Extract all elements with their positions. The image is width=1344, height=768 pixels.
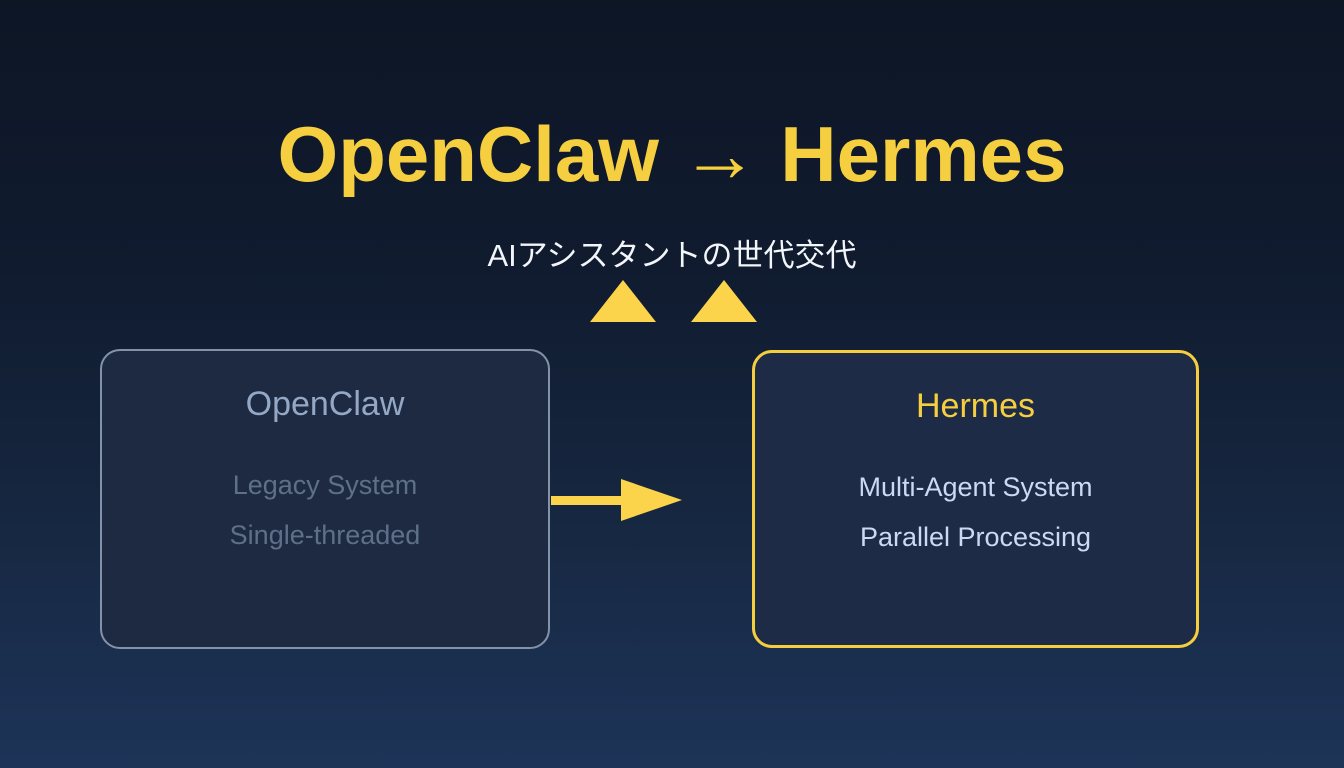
up-triangle-icon xyxy=(691,280,757,322)
openclaw-card: OpenClaw Legacy System Single-threaded xyxy=(100,349,550,649)
arrow-tail xyxy=(551,496,623,505)
arrow-head xyxy=(621,479,682,521)
hermes-feature-line: Parallel Processing xyxy=(859,522,1092,552)
transition-arrow-icon xyxy=(551,479,682,521)
up-triangle-icon xyxy=(590,280,656,322)
slide-subtitle: AIアシスタントの世代交代 xyxy=(487,238,857,273)
hermes-card: Hermes Multi-Agent System Parallel Proce… xyxy=(752,350,1199,648)
openclaw-feature-line: Single-threaded xyxy=(229,520,421,550)
slide-title: OpenClaw → Hermes xyxy=(277,110,1067,198)
hermes-card-title: Hermes xyxy=(915,387,1036,425)
openclaw-feature-line: Legacy System xyxy=(232,470,418,500)
openclaw-card-title: OpenClaw xyxy=(245,385,405,423)
hermes-feature-line: Multi-Agent System xyxy=(858,472,1093,502)
